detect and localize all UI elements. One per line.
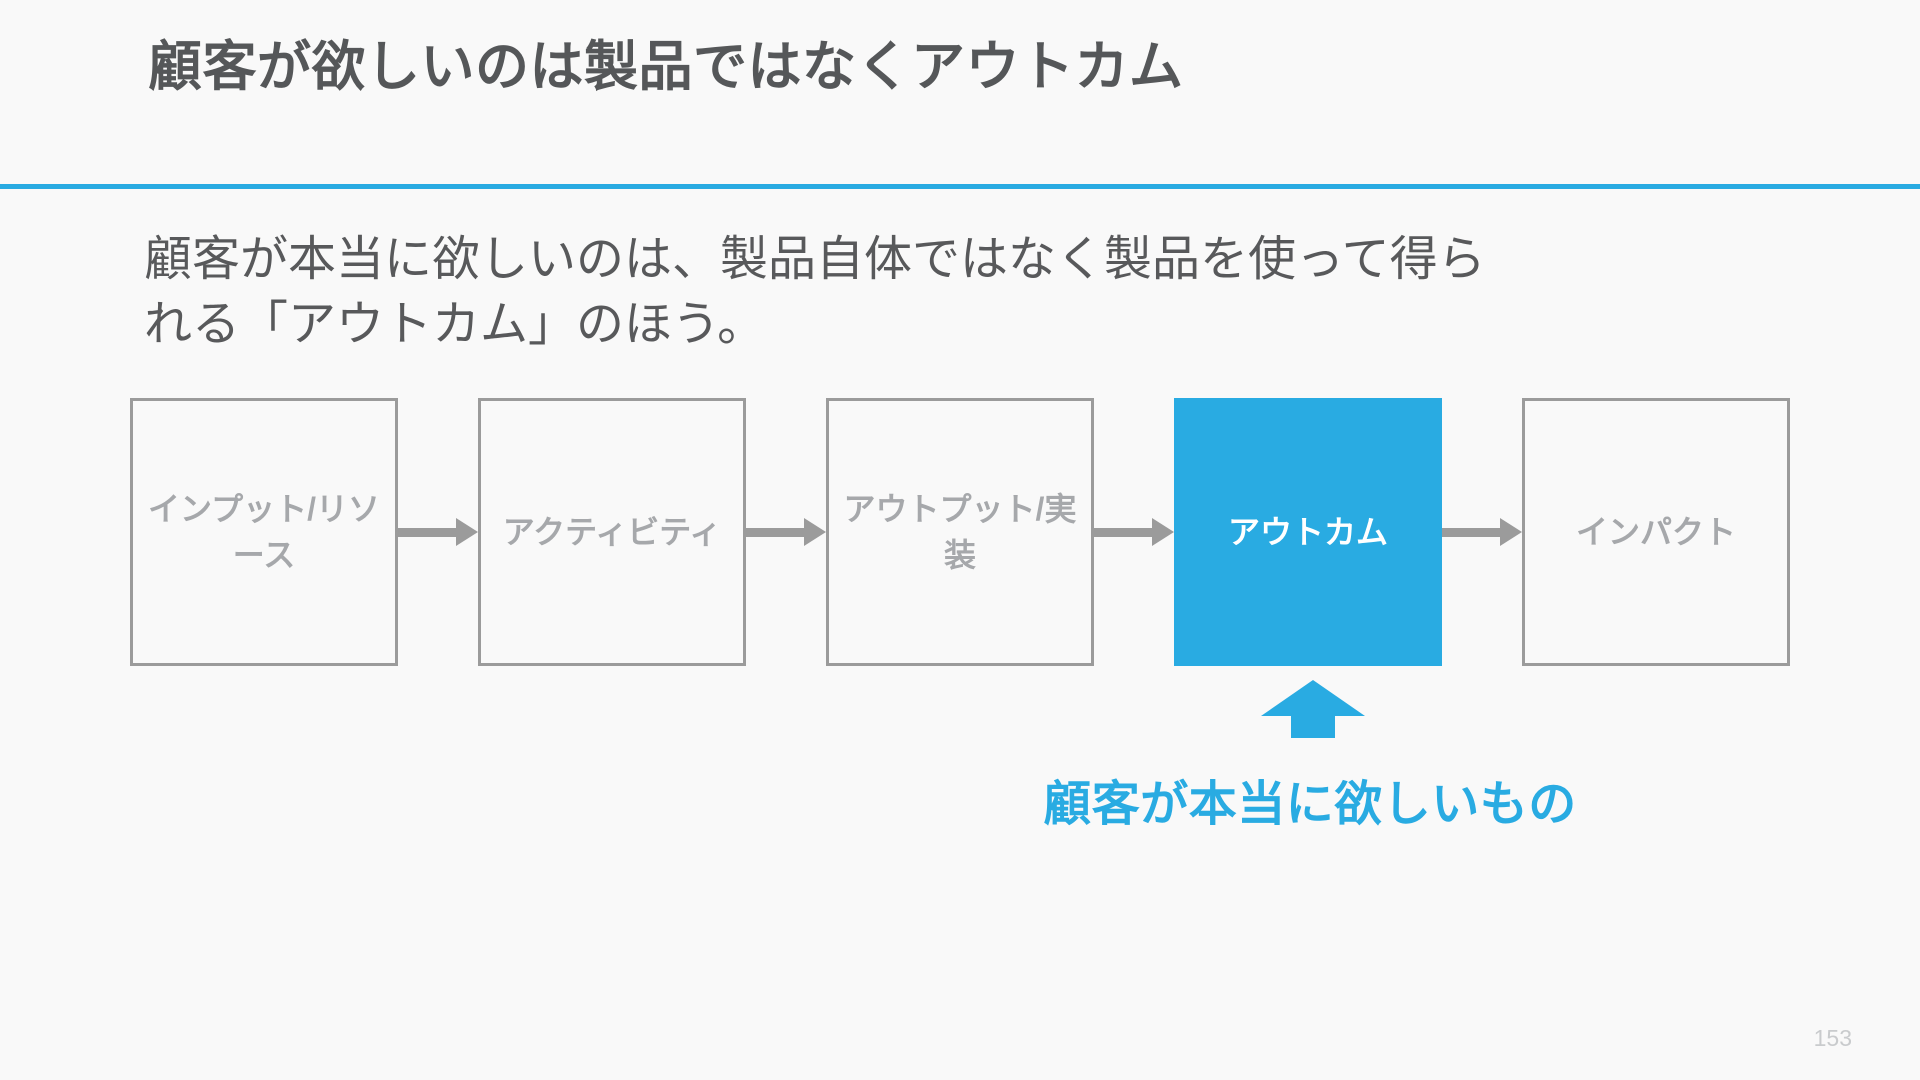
flow-box-activity: アクティビティ (478, 398, 746, 666)
body-paragraph: 顧客が本当に欲しいのは、製品自体ではなく製品を使って得ら れる「アウトカム」のほ… (144, 228, 1764, 358)
arrow-right-icon (1094, 518, 1174, 546)
flow-box-label: インプット/リソース (148, 490, 380, 573)
flow-box-input-resource: インプット/リソース (130, 398, 398, 666)
body-line-1: 顧客が本当に欲しいのは、製品自体ではなく製品を使って得ら (144, 233, 1486, 286)
arrow-shaft (1442, 527, 1500, 537)
title-divider (0, 184, 1920, 189)
arrow-head (456, 518, 478, 546)
arrow-up-head (1261, 680, 1365, 716)
arrow-shaft (1094, 527, 1152, 537)
flow-box-label: アクティビティ (502, 513, 722, 550)
flow-box-label: アウトプット/実装 (843, 490, 1077, 573)
arrow-head (804, 518, 826, 546)
arrow-head (1152, 518, 1174, 546)
arrow-up-shaft (1291, 714, 1335, 738)
outcome-callout: 顧客が本当に欲しいもの (960, 680, 1660, 834)
arrow-shaft (398, 527, 456, 537)
callout-label: 顧客が本当に欲しいもの (1043, 778, 1577, 831)
flow-box-output-implementation: アウトプット/実装 (826, 398, 1094, 666)
arrow-shaft (746, 527, 804, 537)
arrow-head (1500, 518, 1522, 546)
page-number: 153 (1813, 1025, 1852, 1051)
arrow-right-icon (1442, 518, 1522, 546)
arrow-right-icon (398, 518, 478, 546)
flow-box-impact: インパクト (1522, 398, 1790, 666)
arrow-up-icon (1261, 680, 1365, 738)
arrow-right-icon (746, 518, 826, 546)
flow-box-label: アウトカム (1227, 513, 1388, 550)
page-title: 顧客が欲しいのは製品ではなくアウトカム (148, 37, 1184, 97)
title-block: 顧客が欲しいのは製品ではなくアウトカム (148, 36, 1848, 98)
body-line-2: れる「アウトカム」のほう。 (144, 297, 766, 351)
flow-box-label: インパクト (1575, 513, 1736, 550)
flow-diagram: インプット/リソース アクティビティ アウトプット/実装 アウトカム (130, 396, 1790, 668)
flow-box-outcome: アウトカム (1174, 398, 1442, 666)
